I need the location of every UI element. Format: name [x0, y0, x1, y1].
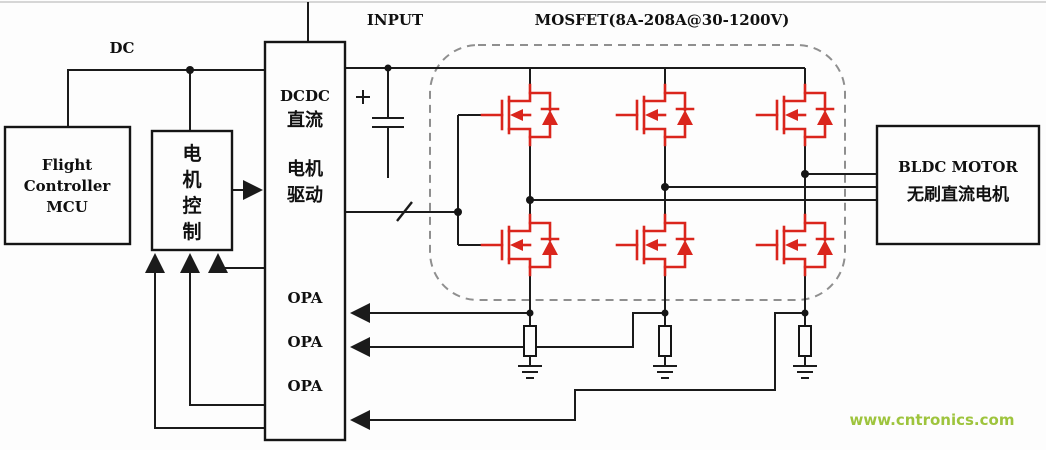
driver-to-control-arrow-2: [180, 253, 265, 406]
mosfet-high-phase3-icon: [755, 83, 835, 147]
motor-control-char1: 电: [182, 142, 201, 165]
driver-to-control-arrow-1: [208, 253, 265, 273]
opa2-feedback-arrow: [350, 312, 665, 357]
mosfet-low-phase1-icon: [480, 213, 560, 277]
mosfet-bridge: [480, 83, 835, 277]
motor-control-block: 电 机 控 制: [150, 129, 234, 252]
motor-control-char2: 机: [182, 169, 201, 191]
driver-to-control-arrow-3: [145, 253, 265, 429]
ground-symbol-1: [517, 355, 543, 379]
mosfet-bank-label: MOSFET(8A-208A@30-1200V): [535, 11, 790, 29]
mosfet-low-phase2-icon: [615, 213, 695, 277]
input-label: INPUT: [367, 11, 424, 29]
motor-control-char4: 制: [182, 220, 201, 243]
driver-motor-cn-label: 电机: [287, 158, 323, 180]
mosfet-low-phase3-icon: [755, 213, 835, 277]
bldc-motor-line2: 无刷直流电机: [906, 184, 1009, 205]
wires: [67, 2, 877, 326]
driver-opa3-label: OPA: [288, 377, 323, 395]
flight-controller-line1: Flight: [42, 156, 92, 174]
bldc-motor-line1: BLDC MOTOR: [898, 158, 1018, 176]
dc-label: DC: [110, 39, 135, 57]
flight-controller-line2: Controller: [24, 177, 112, 195]
motor-control-char3: 控: [182, 194, 201, 217]
driver-opa1-label: OPA: [288, 289, 323, 307]
ground-symbol-3: [792, 355, 818, 379]
driver-dcdc-label: DCDC: [280, 87, 330, 105]
flight-controller-block: Flight Controller MCU: [3, 125, 132, 246]
opa3-feedback-arrow: [350, 312, 805, 430]
driver-opa2-label: OPA: [288, 333, 323, 351]
bus-slash-mark: [396, 201, 413, 222]
driver-block: DCDC 直流 电机 驱动 OPA OPA OPA: [263, 40, 347, 442]
shunt-resistors: [517, 325, 818, 379]
watermark-text: www.cntronics.com: [850, 411, 1015, 429]
driver-drive-cn-label: 驱动: [287, 185, 323, 206]
mosfet-high-phase2-icon: [615, 83, 695, 147]
ground-symbol-2: [652, 355, 678, 379]
mosfet-bank-dashed-container: [429, 44, 846, 301]
signal-arrows: [145, 180, 805, 430]
junction-dots: [186, 64, 809, 317]
shunt-resistor-3: [798, 325, 812, 357]
bldc-motor-block: BLDC MOTOR 无刷直流电机: [875, 124, 1041, 246]
mosfet-high-phase1-icon: [480, 83, 560, 147]
shunt-resistor-1: [523, 325, 537, 357]
flight-controller-line3: MCU: [46, 198, 88, 216]
shunt-resistor-2: [658, 325, 672, 357]
driver-dc-cn-label: 直流: [287, 109, 323, 131]
